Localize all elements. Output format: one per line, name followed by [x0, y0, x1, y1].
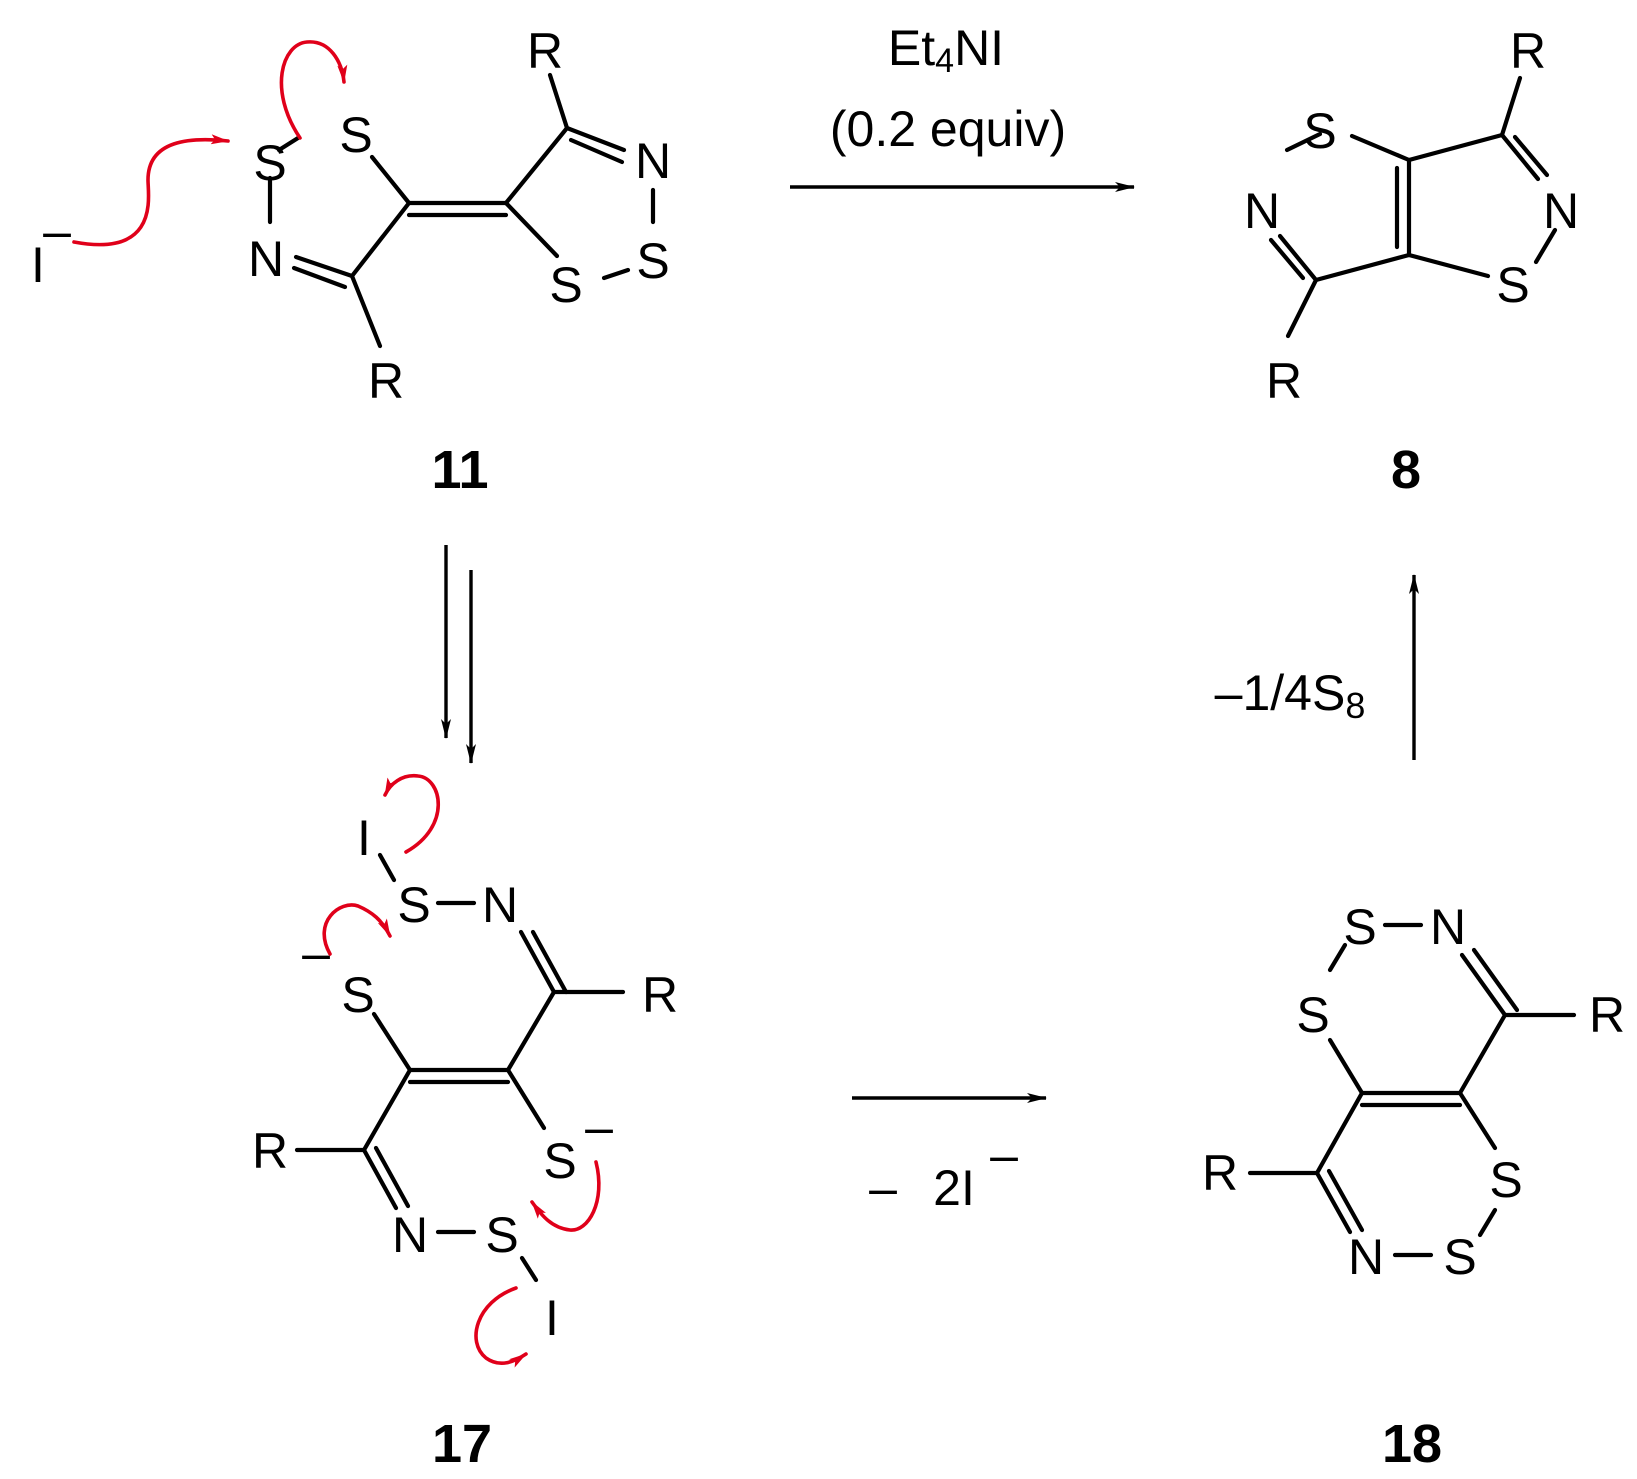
atom-s: S	[397, 877, 430, 933]
r-group: R	[642, 967, 678, 1023]
atom-s: S	[1303, 103, 1336, 159]
atom-n: N	[392, 1207, 428, 1263]
thiolate-s: S	[341, 967, 374, 1023]
r-group: R	[252, 1123, 288, 1179]
atom-n: N	[1543, 183, 1579, 239]
atom-s: S	[485, 1207, 518, 1263]
r-group: R	[1510, 23, 1546, 79]
compound-17-structure: I S N R – S S – R N S I	[252, 810, 678, 1346]
atom-s: S	[549, 257, 582, 313]
r-group: R	[1266, 353, 1302, 409]
reaction-arrow-bottom: – 2I –	[852, 1093, 1047, 1216]
reagent-label: Et4NI	[888, 20, 1004, 80]
atom-n: N	[635, 133, 671, 189]
reaction-arrow-up: –1/4S8	[1215, 574, 1419, 760]
compound-17-curly-arrows	[322, 773, 601, 1368]
r-group: R	[1589, 987, 1625, 1043]
compound-label-11: 11	[431, 440, 488, 500]
atom-n: N	[482, 877, 518, 933]
atom-s: S	[1296, 987, 1329, 1043]
atom-s: S	[1443, 1229, 1476, 1285]
r-group: R	[1202, 1145, 1238, 1201]
atom-n: N	[248, 231, 284, 287]
atom-n: N	[1244, 183, 1280, 239]
compound-label-18: 18	[1382, 1414, 1442, 1474]
charge-minus: –	[43, 203, 71, 259]
compound-18-structure: S N S R R S N S	[1202, 899, 1625, 1285]
atom-i: I	[357, 810, 371, 866]
r-group: R	[527, 23, 563, 79]
r-group: R	[368, 353, 404, 409]
iodide-ion: I	[31, 237, 45, 293]
atom-s: S	[1489, 1152, 1522, 1208]
charge-minus: –	[585, 1099, 613, 1155]
multistep-arrow	[441, 545, 476, 764]
atom-i: I	[545, 1290, 559, 1346]
compound-8-structure: S N R R N S	[1244, 23, 1579, 409]
equiv-label: (0.2 equiv)	[830, 101, 1066, 157]
reaction-arrow-top: Et4NI (0.2 equiv)	[790, 20, 1135, 192]
compound-label-17: 17	[432, 1414, 492, 1474]
atom-s: S	[1343, 899, 1376, 955]
thiolate-s: S	[543, 1133, 576, 1189]
compound-11-curly-arrows	[72, 40, 348, 247]
sulfur-loss-label: –1/4S8	[1215, 665, 1366, 726]
atom-s: S	[636, 233, 669, 289]
atom-n: N	[1430, 899, 1466, 955]
minus-sign: –	[869, 1160, 897, 1216]
atom-s: S	[1496, 257, 1529, 313]
atom-s: S	[253, 135, 286, 191]
atom-s: S	[339, 107, 372, 163]
atom-n: N	[1348, 1229, 1384, 1285]
compound-label-8: 8	[1391, 440, 1421, 500]
iodide-loss-label: 2I	[933, 1160, 975, 1216]
charge-minus: –	[990, 1127, 1018, 1183]
compound-11-structure: S S N R R N S S I –	[31, 23, 671, 409]
